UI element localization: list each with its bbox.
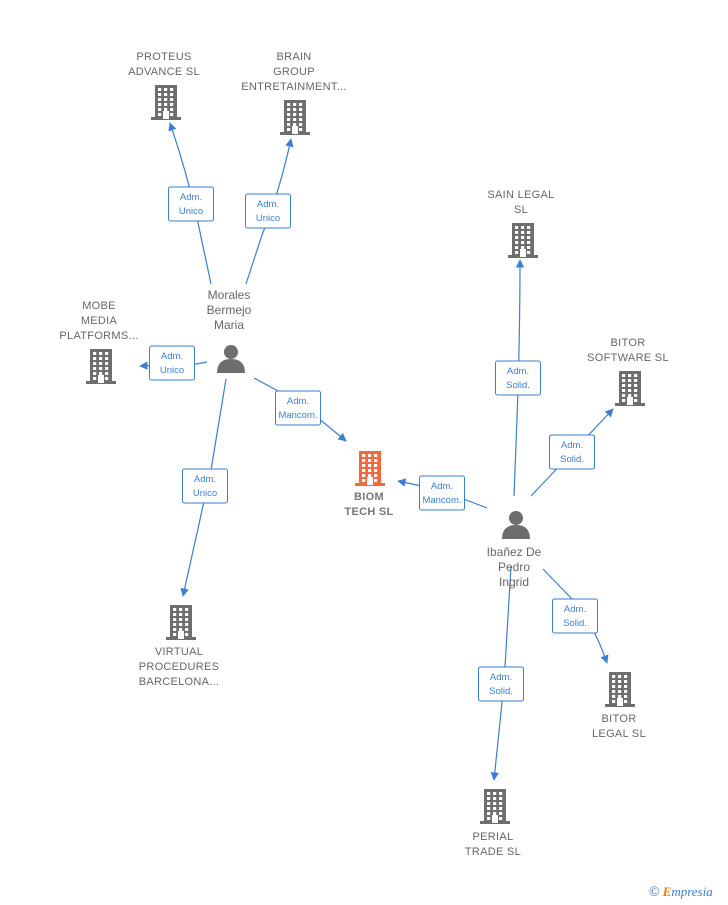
edge-label-box (245, 193, 291, 229)
person-label: Pedro (498, 560, 530, 574)
company-label: MEDIA (81, 315, 118, 327)
edge-label-text: Adm. (287, 396, 309, 407)
edge-label-box (495, 360, 541, 396)
empresia-logo[interactable]: ©Empresia (649, 884, 713, 901)
company-label: BRAIN (276, 51, 311, 63)
edge-label-text: Adm. (507, 366, 529, 377)
building-icon (280, 100, 310, 135)
company-node-biom[interactable]: BIOM TECH SL (344, 451, 393, 518)
edge-label-text: Solid. (489, 686, 513, 697)
company-node-brain[interactable]: BRAIN GROUP ENTRETAINMENT... (241, 51, 346, 135)
edge-label-morales-biom[interactable]: Adm. Mancom. (275, 390, 321, 426)
edge-label-text: Adm. (490, 672, 512, 683)
company-label: BARCELONA... (139, 676, 220, 688)
building-icon (480, 789, 510, 824)
company-node-virtual[interactable]: VIRTUAL PROCEDURES BARCELONA... (139, 605, 220, 688)
company-label: GROUP (273, 66, 315, 78)
company-node-proteus[interactable]: PROTEUS ADVANCE SL (128, 51, 200, 120)
edge-label-text: Solid. (563, 618, 587, 629)
edge-label-box (275, 390, 321, 426)
edge-label-text: Solid. (560, 454, 584, 465)
building-icon (508, 223, 538, 258)
edge-morales-brain (245, 138, 294, 285)
company-label: PROTEUS (136, 51, 191, 63)
company-label: PROCEDURES (139, 661, 220, 673)
edge-label-text: Mancom. (278, 410, 317, 421)
edge-label-box (552, 598, 598, 634)
company-node-sain[interactable]: SAIN LEGAL SL (487, 189, 554, 258)
edge-label-ibanez-bitor_sw[interactable]: Adm. Solid. (549, 434, 595, 470)
edge-label-box (149, 345, 195, 381)
company-label: SOFTWARE SL (587, 352, 669, 364)
edge-label-text: Solid. (506, 380, 530, 391)
edge-label-morales-mobe[interactable]: Adm. Unico (149, 345, 195, 381)
edge-label-morales-proteus[interactable]: Adm. Unico (168, 186, 214, 222)
company-label: TRADE SL (465, 846, 521, 858)
person-icon (217, 345, 245, 373)
company-node-bitor_legal[interactable]: BITOR LEGAL SL (592, 672, 646, 740)
edge-label-text: Unico (193, 488, 217, 499)
person-label: Ingrid (499, 575, 529, 589)
brand-initial: E (662, 884, 672, 899)
person-label: Bermejo (207, 303, 252, 317)
edge-label-box (168, 186, 214, 222)
edge-label-ibanez-perial[interactable]: Adm. Solid. (478, 666, 524, 702)
building-icon (166, 605, 196, 640)
edge-label-ibanez-bitor_legal[interactable]: Adm. Solid. (552, 598, 598, 634)
brand-name: mpresia (671, 884, 713, 899)
person-label: Maria (214, 318, 244, 332)
building-icon (86, 349, 116, 384)
edge-label-box (478, 666, 524, 702)
edge-label-text: Adm. (194, 474, 216, 485)
company-label: PLATFORMS... (59, 330, 138, 342)
company-label: BITOR (602, 713, 637, 725)
company-label: ENTRETAINMENT... (241, 81, 346, 93)
person-label: Ibañez De (487, 545, 542, 559)
edge-label-text: Adm. (257, 199, 279, 210)
edge-label-text: Adm. (180, 192, 202, 203)
company-label: PERIAL (473, 831, 514, 843)
edge-label-ibanez-sain[interactable]: Adm. Solid. (495, 360, 541, 396)
edge-label-box (182, 468, 228, 504)
person-icon (502, 511, 530, 539)
company-label: MOBE (82, 300, 116, 312)
company-label: SL (514, 204, 528, 216)
edge-label-text: Unico (160, 365, 184, 376)
company-label: BIOM (354, 491, 384, 503)
edge-label-text: Mancom. (422, 495, 461, 506)
edge-labels-layer: Adm.UnicoAdm.UnicoAdm.UnicoAdm.Mancom.Ad… (149, 186, 598, 702)
building-icon (151, 85, 181, 120)
company-label: LEGAL SL (592, 728, 646, 740)
edge-label-text: Unico (179, 206, 203, 217)
company-node-bitor_sw[interactable]: BITOR SOFTWARE SL (587, 337, 669, 406)
copyright-icon: © (649, 885, 660, 900)
building-icon (605, 672, 635, 707)
building-icon (615, 371, 645, 406)
company-label: VIRTUAL (155, 646, 203, 658)
edge-label-text: Adm. (431, 481, 453, 492)
company-node-perial[interactable]: PERIAL TRADE SL (465, 789, 521, 858)
edge-label-morales-brain[interactable]: Adm. Unico (245, 193, 291, 229)
edge-label-ibanez-biom[interactable]: Adm. Mancom. (419, 475, 465, 511)
edge-label-box (549, 434, 595, 470)
company-label: SAIN LEGAL (487, 189, 554, 201)
edge-label-text: Adm. (161, 351, 183, 362)
nodes-layer: PROTEUS ADVANCE SL BRAIN GROUP ENTRETAINMENT… (59, 51, 668, 858)
edge-label-text: Adm. (564, 604, 586, 615)
company-label: BITOR (611, 337, 646, 349)
person-label: Morales (208, 288, 251, 302)
edge-label-morales-virtual[interactable]: Adm. Unico (182, 468, 228, 504)
company-label: TECH SL (344, 506, 393, 518)
company-label: ADVANCE SL (128, 66, 200, 78)
building-icon (355, 451, 385, 486)
company-node-mobe[interactable]: MOBE MEDIA PLATFORMS... (59, 300, 138, 384)
edge-label-text: Adm. (561, 440, 583, 451)
edge-label-text: Unico (256, 213, 280, 224)
edge-label-box (419, 475, 465, 511)
